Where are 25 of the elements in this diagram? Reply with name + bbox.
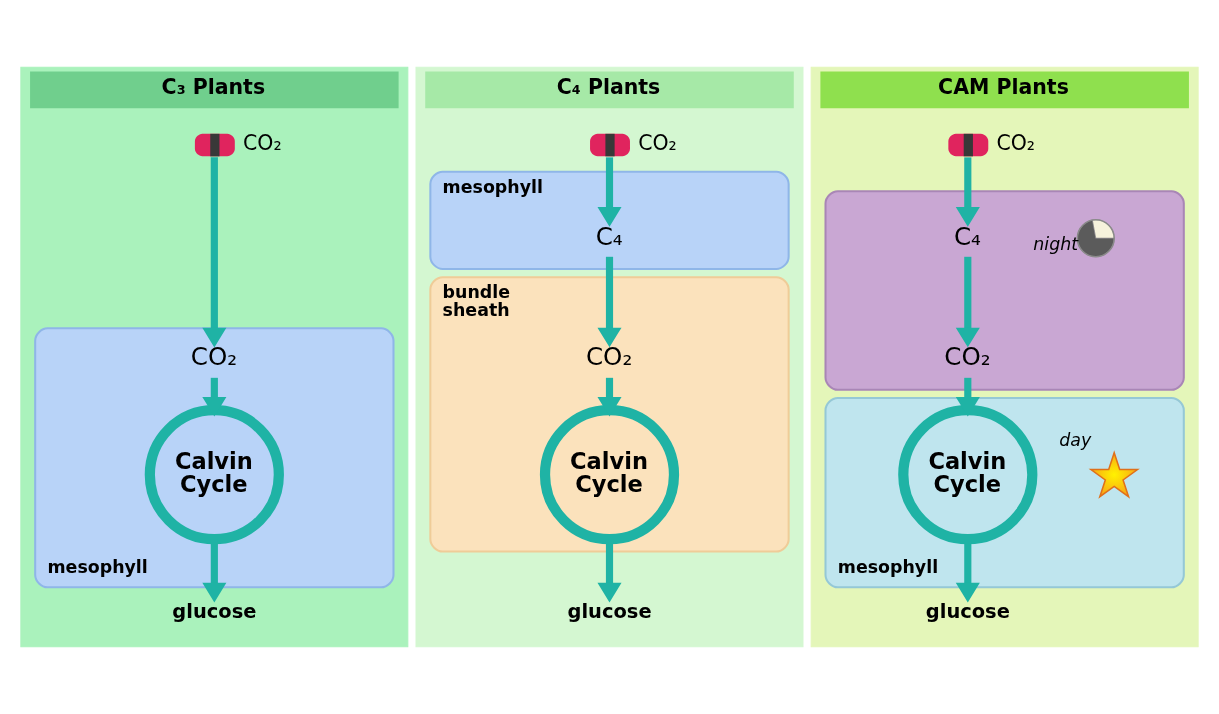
arrow — [597, 157, 622, 227]
node-circle: Calvin Cycle — [144, 405, 284, 545]
node-label: night — [1033, 234, 1079, 255]
arrow — [597, 377, 622, 417]
node-text: glucose — [172, 599, 257, 623]
arrow — [202, 157, 227, 348]
arrow — [955, 377, 980, 417]
arrow — [202, 377, 227, 417]
node-text: glucose — [925, 599, 1010, 623]
node-text: CO₂ — [190, 342, 238, 372]
node-text: C₄ — [595, 221, 623, 251]
node-text: CO₂ — [944, 342, 991, 372]
node-text: glucose — [567, 599, 652, 623]
node-text: C₄ — [953, 221, 981, 251]
arrow — [955, 157, 980, 227]
node-circle: Calvin Cycle — [898, 405, 1038, 545]
node-picture — [1088, 450, 1140, 499]
node-label: CO₂ — [996, 131, 1036, 156]
arrow — [955, 256, 980, 348]
node-label: CO₂ — [243, 131, 282, 156]
node-label: CO₂ — [638, 131, 677, 156]
node-circle: Calvin Cycle — [539, 405, 680, 545]
node-label: day — [1059, 430, 1092, 451]
arrow — [597, 256, 622, 348]
node-text: CO₂ — [585, 342, 633, 372]
